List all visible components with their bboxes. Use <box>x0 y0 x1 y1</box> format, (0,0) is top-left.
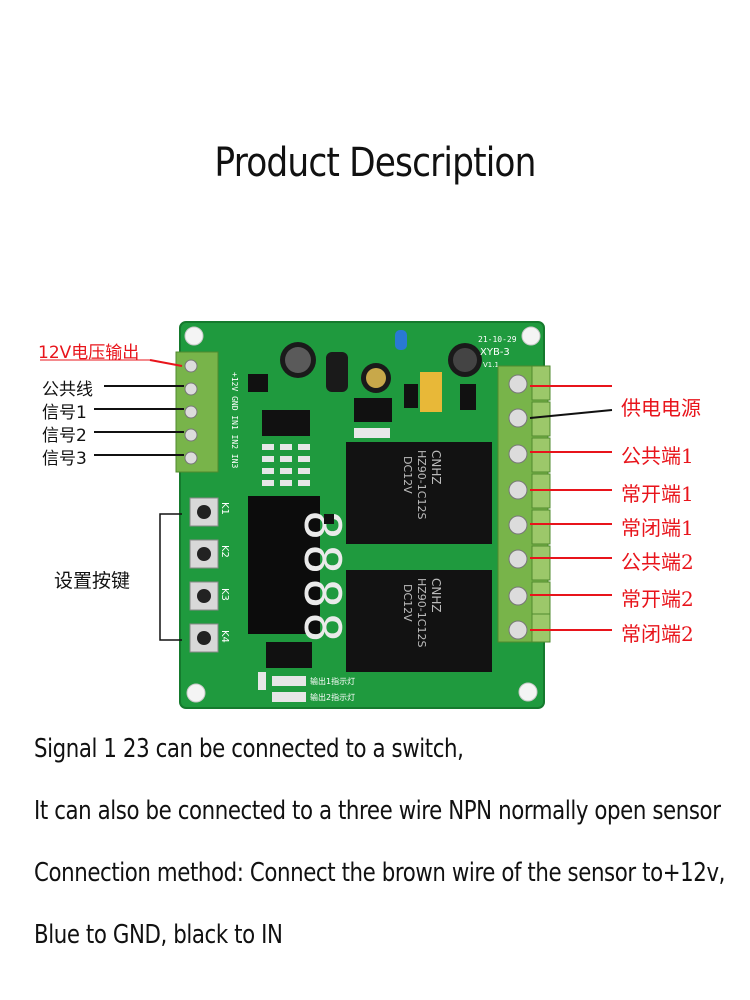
description-line-2: It can also be connected to a three wire… <box>34 796 721 826</box>
keys-group <box>189 497 219 653</box>
label-common: 公共线 <box>42 380 93 400</box>
relay-1: CNHZ HZ90-1C12S DC12V <box>346 442 492 544</box>
label-no-2: 常开端2 <box>621 587 694 611</box>
seven-segment-display <box>248 496 320 634</box>
label-no-1: 常开端1 <box>621 482 694 506</box>
date-code: 21-10-29 <box>478 335 517 344</box>
description-line-1: Signal 1 23 can be connected to a switch… <box>34 734 464 764</box>
mount-hole <box>184 326 204 346</box>
label-common-1: 公共端1 <box>621 444 694 468</box>
description-line-4: Blue to GND, black to IN <box>34 920 283 950</box>
label-common-2: 公共端2 <box>621 550 694 574</box>
svg-text:DC12V: DC12V <box>401 584 414 622</box>
svg-text:CNHZ: CNHZ <box>429 450 443 485</box>
svg-text:HZ90-1C12S: HZ90-1C12S <box>415 450 428 519</box>
led1-label: 输出1指示灯 <box>310 676 355 686</box>
mount-hole <box>186 683 206 703</box>
page-title: Product Description <box>214 140 536 186</box>
label-signal1: 信号1 <box>42 403 87 423</box>
pin-labels: +12V GND IN1 IN2 IN3 <box>230 372 239 469</box>
description-line-3: Connection method: Connect the brown wir… <box>34 858 726 888</box>
label-power-supply: 供电电源 <box>621 396 701 420</box>
svg-text:DC12V: DC12V <box>401 456 414 494</box>
mount-hole <box>518 682 538 702</box>
led2-label: 输出2指示灯 <box>310 692 355 702</box>
key-label-k1: K1 <box>219 502 230 515</box>
ic-chip <box>262 410 310 436</box>
relay-2: CNHZ HZ90-1C12S DC12V <box>346 570 492 672</box>
key-label-k4: K4 <box>219 630 230 643</box>
label-signal3: 信号3 <box>42 449 87 469</box>
mount-hole <box>521 326 541 346</box>
version-code: V1.1 <box>483 361 499 369</box>
model-code: XYB-3 <box>480 347 510 358</box>
key-label-k2: K2 <box>219 545 230 558</box>
label-nc-2: 常闭端2 <box>621 622 694 646</box>
label-setting-keys: 设置按键 <box>54 570 131 592</box>
relay-board-image: +12V GND IN1 IN2 IN3 21-10-29 XYB-3 V1.1… <box>40 321 613 709</box>
key-label-k3: K3 <box>219 588 230 601</box>
svg-text:8888: 8888 <box>293 510 351 646</box>
label-12v-output: 12V电压输出 <box>38 343 140 363</box>
label-signal2: 信号2 <box>42 426 87 446</box>
svg-text:HZ90-1C12S: HZ90-1C12S <box>415 578 428 647</box>
label-nc-1: 常闭端1 <box>621 516 694 540</box>
svg-text:CNHZ: CNHZ <box>429 578 443 613</box>
